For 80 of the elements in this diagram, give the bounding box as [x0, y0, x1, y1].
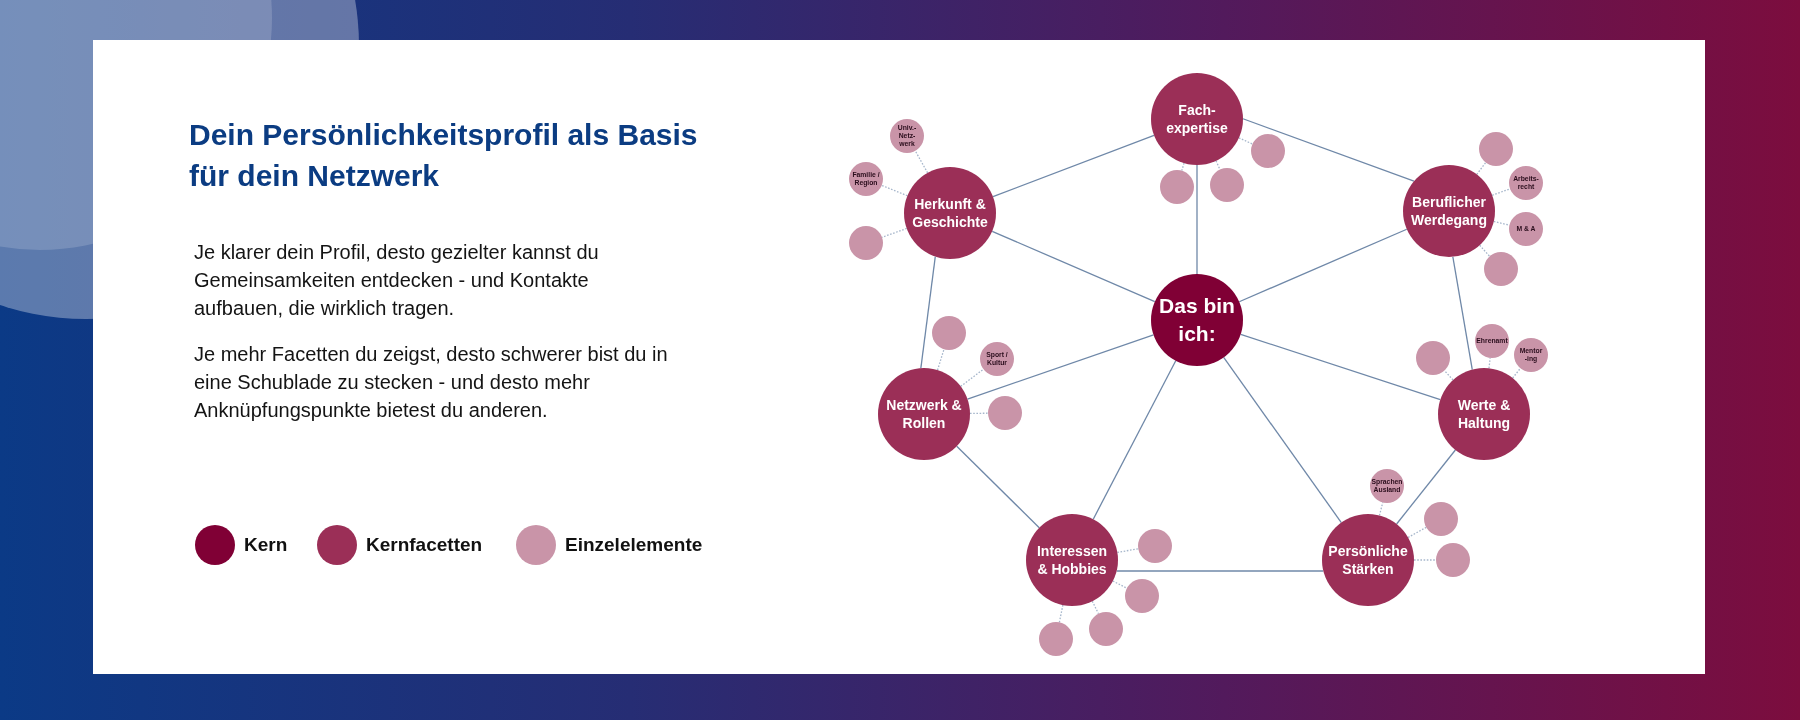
element-circle	[1475, 324, 1509, 358]
connector-line	[992, 134, 1155, 198]
element-circle	[1416, 341, 1450, 375]
facet-circle	[1403, 165, 1495, 257]
dotted-connector	[1488, 357, 1491, 369]
dotted-connector	[1493, 220, 1511, 226]
facet-circle	[1438, 368, 1530, 460]
body-text: Je klarer dein Profil, desto gezielter kannst du Gemeinsamkeiten entdecken - und Kontakte aufbauen, die wirklich tragen.	[194, 240, 600, 321]
dotted-connector	[1407, 526, 1427, 539]
legend-label: Kern	[244, 533, 288, 557]
element-circle	[1210, 168, 1244, 202]
element-circle	[1160, 170, 1194, 204]
dotted-connector	[1238, 137, 1254, 145]
element-circle	[1138, 529, 1172, 563]
dotted-connector	[1058, 604, 1064, 623]
dotted-connector	[1512, 367, 1522, 379]
facet-circle	[878, 368, 970, 460]
facet-circle	[1322, 514, 1414, 606]
dotted-connector	[1476, 161, 1487, 175]
dotted-connector	[1181, 162, 1185, 172]
connector-line	[1223, 356, 1342, 524]
legend-label: Einzelelemente	[565, 533, 703, 557]
connector-line	[1452, 256, 1473, 371]
element-circle	[1479, 132, 1513, 166]
connector-line	[1092, 360, 1177, 520]
node-label: Werte & Haltung	[1456, 396, 1512, 432]
element-circle	[849, 162, 883, 196]
heading: Dein Persönlichkeitsprofil als Basis für dein Netzwerk	[189, 117, 699, 194]
dotted-connector	[936, 348, 945, 371]
dotted-connector	[1112, 580, 1128, 589]
element-circle	[1251, 134, 1285, 168]
facet-circle	[904, 167, 996, 259]
element-circle	[988, 396, 1022, 430]
element-circle	[1424, 502, 1458, 536]
dotted-connector	[1378, 501, 1384, 517]
element-circle	[1509, 166, 1543, 200]
element-circle	[1370, 469, 1404, 503]
dotted-connector	[914, 150, 929, 174]
facet-circle	[1151, 73, 1243, 165]
node-label: Fach- expertise	[1165, 101, 1229, 137]
connector-line	[1196, 164, 1198, 275]
facet-circle	[1026, 514, 1118, 606]
node-label: Herkunft & Geschichte	[911, 195, 989, 231]
element-circle	[1514, 338, 1548, 372]
body-text: Je mehr Facetten du zeigst, desto schwerer bist du in eine Schublade zu stecken - und desto mehr Anknüpfungspunkte bietest du anderen.	[194, 342, 669, 423]
connector-line	[956, 445, 1040, 529]
dotted-connector	[1091, 600, 1100, 615]
dotted-connector	[1443, 369, 1454, 381]
element-circle	[1089, 612, 1123, 646]
element-circle	[980, 342, 1014, 376]
connector-line	[991, 230, 1156, 303]
core-circle	[1151, 274, 1243, 366]
node-label: Persönliche Stärken	[1327, 542, 1409, 578]
connector-line	[1116, 570, 1324, 572]
dotted-connector	[1479, 244, 1491, 257]
node-label: Netzwerk & Rollen	[885, 396, 963, 432]
dotted-connector	[969, 412, 989, 415]
dotted-connector	[881, 184, 908, 197]
element-circle	[1125, 579, 1159, 613]
connector-line	[1395, 449, 1457, 525]
connector-line	[1240, 333, 1441, 401]
connector-line	[920, 255, 936, 369]
element-circle	[890, 119, 924, 153]
node-label: Beruflicher Werdegang	[1410, 193, 1488, 229]
node-label: Interessen & Hobbies	[1035, 542, 1108, 578]
node-label: Das bin ich:	[1158, 293, 1236, 347]
connector-line	[1242, 118, 1415, 182]
element-circle	[1509, 212, 1543, 246]
dotted-connector	[1215, 160, 1221, 171]
dotted-connector	[881, 227, 908, 238]
connector-line	[1238, 228, 1408, 303]
element-circle	[849, 226, 883, 260]
connector-line	[966, 334, 1155, 400]
legend-label: Kernfacetten	[366, 533, 483, 557]
element-circle	[932, 316, 966, 350]
element-circle	[1484, 252, 1518, 286]
dotted-connector	[1491, 188, 1511, 196]
dotted-connector	[960, 368, 985, 387]
element-circle	[1436, 543, 1470, 577]
element-circle	[1039, 622, 1073, 656]
